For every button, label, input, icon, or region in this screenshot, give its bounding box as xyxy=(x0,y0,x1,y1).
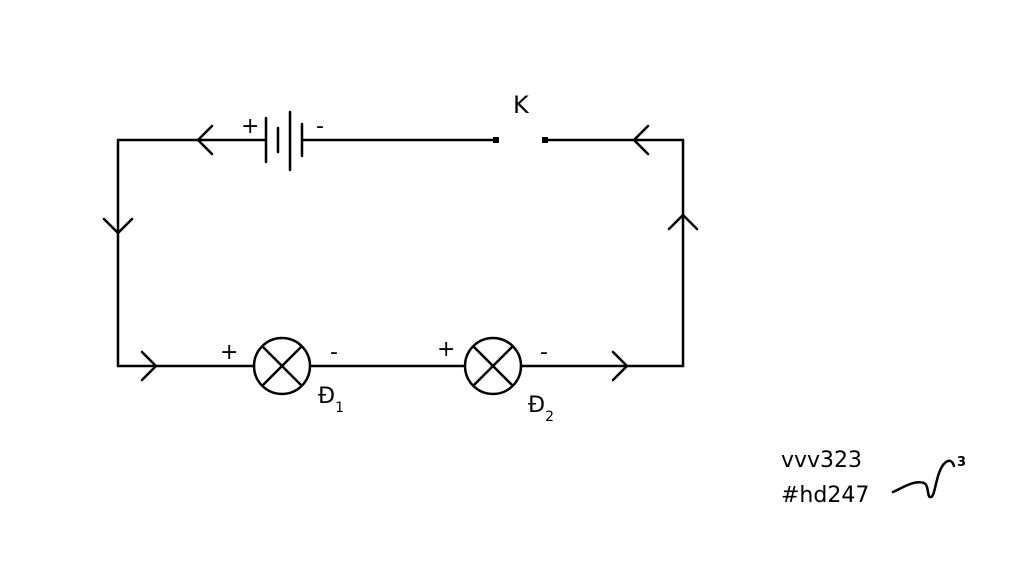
lamp-2-name: Đ xyxy=(528,393,545,418)
lamp-1-minus-label: - xyxy=(330,340,338,365)
lamp-1 xyxy=(252,336,312,396)
switch-contact-left xyxy=(493,137,499,143)
battery xyxy=(264,110,304,172)
signature-mark xyxy=(891,459,956,499)
lamp-2 xyxy=(463,336,523,396)
arrow-right-icon xyxy=(140,350,158,382)
arrow-right-icon xyxy=(611,350,629,382)
lamp-2-label: Đ2 xyxy=(528,393,554,425)
lamp-2-minus-label: - xyxy=(540,340,548,365)
credit-line-2: #hd247 xyxy=(781,483,869,508)
lamp-2-subscript: 2 xyxy=(545,409,554,425)
battery-plus-label: + xyxy=(241,114,259,139)
lamp-1-subscript: 1 xyxy=(335,400,344,416)
lamp-1-name: Đ xyxy=(318,384,335,409)
arrow-left-icon xyxy=(196,124,214,156)
credit-line-1: vvv323 xyxy=(781,448,862,473)
lamp-2-cross-b xyxy=(472,345,514,387)
lamp-1-plus-label: + xyxy=(220,340,238,365)
switch-k: K xyxy=(493,91,548,143)
arrow-up-icon xyxy=(667,213,699,231)
switch-contact-right xyxy=(542,137,548,143)
lamp-1-cross-b xyxy=(261,345,303,387)
lamp-2-plus-label: + xyxy=(437,337,455,362)
lamp-1-circle xyxy=(252,336,312,396)
signature-superscript: 3 xyxy=(957,455,966,470)
switch-label: K xyxy=(513,91,530,119)
arrow-down-icon xyxy=(102,217,134,235)
lamp-1-label: Đ1 xyxy=(318,384,344,416)
battery-minus-label: - xyxy=(316,114,324,139)
lamp-2-circle xyxy=(463,336,523,396)
arrow-left-icon xyxy=(632,124,650,156)
